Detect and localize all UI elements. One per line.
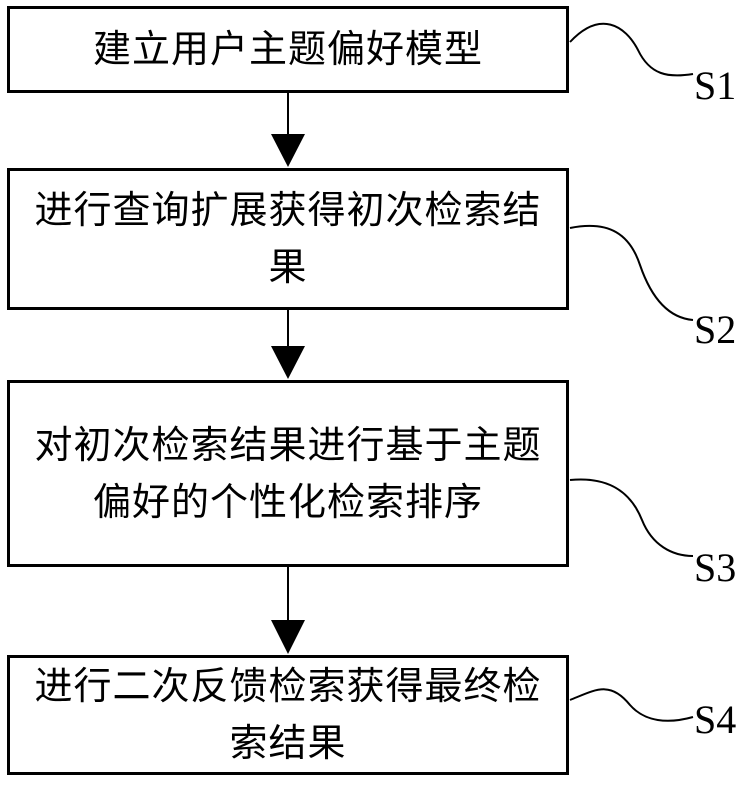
step-label-s1: S1: [694, 63, 737, 108]
arrow-s2-s3: [271, 310, 305, 379]
step-label-s4: S4: [694, 697, 737, 742]
step-box-s1: 建立用户主题偏好模型: [7, 6, 569, 93]
arrow-s3-s4: [271, 567, 305, 654]
step-label-s3: S3: [694, 545, 737, 590]
step-label-s2: S2: [694, 307, 737, 352]
step-text-s1: 建立用户主题偏好模型: [92, 27, 483, 71]
leader-line-s4: [569, 688, 694, 722]
leader-line-s2: [569, 224, 694, 321]
arrow-s1-s2: [271, 93, 305, 167]
step-box-s4: 进行二次反馈检索获得最终检索结果: [7, 655, 569, 775]
step-text-s3: 对初次检索结果进行基于主题偏好的个性化检索排序: [34, 422, 542, 524]
leader-line-s1: [569, 22, 694, 77]
step-box-s2: 进行查询扩展获得初次检索结果: [7, 168, 569, 310]
step-box-s3: 对初次检索结果进行基于主题偏好的个性化检索排序: [7, 380, 569, 567]
leader-line-s3: [569, 478, 694, 557]
step-text-s4: 进行二次反馈检索获得最终检索结果: [34, 664, 542, 765]
step-text-s2: 进行查询扩展获得初次检索结果: [34, 188, 542, 289]
